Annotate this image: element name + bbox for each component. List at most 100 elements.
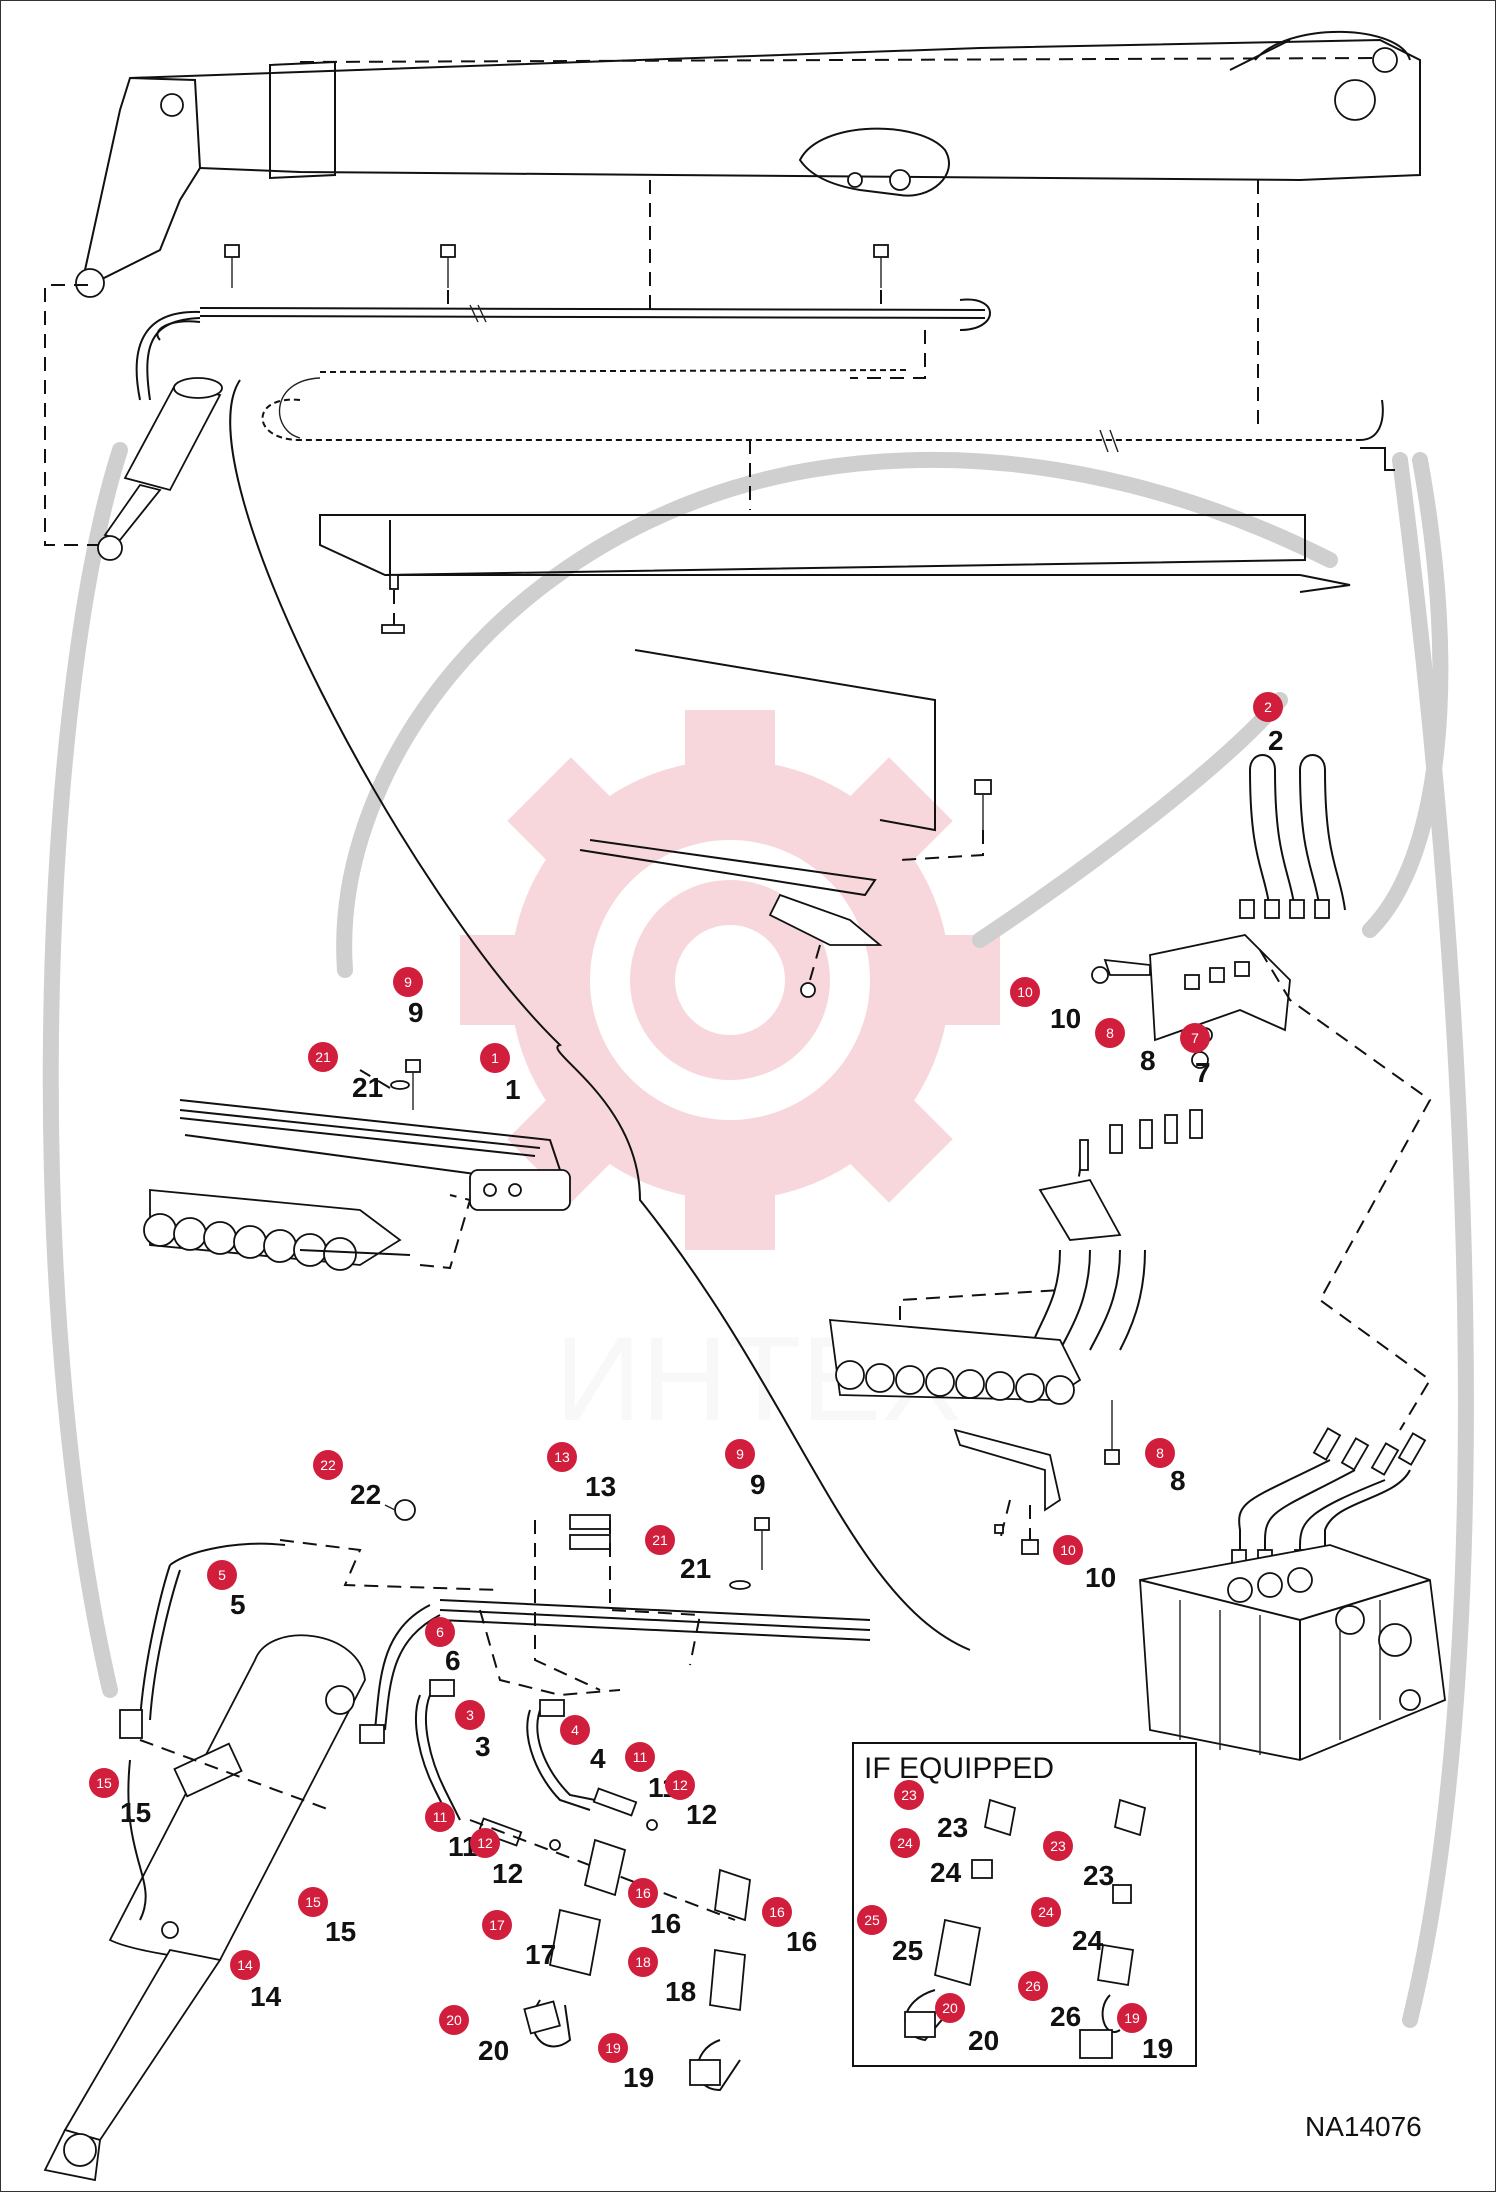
callout-number: 9 [750,1469,766,1500]
callout-badge-label: 15 [96,1775,112,1791]
callout-badge [1043,1831,1073,1861]
callout-badge-label: 4 [571,1722,579,1738]
callout-badge [665,1770,695,1800]
callout-badge [1180,1023,1210,1053]
callout-c9a: 99 [393,967,424,1028]
callout-badge-label: 6 [436,1624,444,1640]
callout-number: 16 [786,1926,817,1957]
lift-cylinder [43,1542,441,2182]
callout-number: 21 [352,1072,383,1103]
callout-number: 15 [325,1916,356,1947]
callout-number: 20 [478,2035,509,2066]
callout-badge-label: 10 [1017,984,1033,1000]
callout-badge-label: 3 [466,1707,474,1723]
callout-c6: 66 [425,1617,461,1676]
leader-lines-top [44,180,1259,546]
callout-number: 15 [120,1797,151,1828]
callout-badge-label: 25 [864,1912,880,1928]
callout-number: 24 [1072,1925,1104,1956]
callout-c8b: 88 [1145,1438,1186,1496]
callout-badge-label: 16 [635,1885,651,1901]
callout-badge [439,2005,469,2035]
callout-number: 13 [585,1471,616,1502]
callout-badge-label: 21 [652,1532,668,1548]
callout-number: 10 [1050,1003,1081,1034]
callout-c10a: 10 10 [1010,977,1081,1034]
callout-number: 19 [623,2062,654,2093]
callout-badge [560,1715,590,1745]
inset-title: IF EQUIPPED [864,1752,1054,1785]
callout-badge [393,967,423,997]
callout-badge [547,1442,577,1472]
callout-badge [625,1742,655,1772]
callout-number: 23 [1083,1860,1114,1891]
callout-badge [1010,977,1040,1007]
callouts: 2210108877992121118810102222131399212155… [89,692,1284,2093]
callout-number: 2 [1268,725,1284,756]
callout-number: 19 [1142,2033,1173,2064]
callout-badge [455,1700,485,1730]
callout-number: 26 [1050,2001,1081,2032]
hose-bundle-top [135,310,201,401]
background-arcs [42,442,1474,2028]
callout-badge-label: 26 [1025,1978,1041,1994]
bar-with-bolts [199,244,991,331]
callout-number: 3 [475,1731,491,1762]
callout-badge [628,1878,658,1908]
callout-c9b: 99 [725,1439,766,1500]
callout-badge [207,1560,237,1590]
drawing-number: NA14076 [1305,2111,1422,2142]
callout-number: 21 [680,1553,711,1584]
callout-c8a: 88 [1095,1018,1156,1076]
callout-number: 8 [1170,1465,1186,1496]
callout-badge-label: 19 [1124,2010,1140,2026]
callout-badge-label: 20 [446,2012,462,2028]
callout-number: 22 [350,1479,381,1510]
callout-number: 16 [650,1908,681,1939]
callout-badge [762,1897,792,1927]
callout-badge [1145,1438,1175,1468]
callout-badge [480,1043,510,1073]
callout-badge-label: 15 [305,1894,321,1910]
callout-badge-label: 11 [633,1749,648,1765]
callout-c3: 33 [455,1700,491,1762]
cylinder-top [97,377,223,561]
callout-c1: 11 [480,1043,521,1105]
callout-badge-label: 18 [635,1954,651,1970]
callout-badge [1117,2003,1147,2033]
callout-number: 24 [930,1857,962,1888]
control-valve-block [1139,1544,1446,1761]
bar-bottom [279,1499,871,1697]
callout-badge-label: 22 [320,1457,336,1473]
callout-badge [628,1947,658,1977]
mount-bracket-detail [579,649,992,998]
callout-c21b: 21 21 [645,1525,711,1584]
callout-number: 18 [665,1976,696,2007]
bolt-icon [224,244,889,288]
callout-badge [598,2033,628,2063]
callout-c22: 22 22 [313,1450,381,1510]
callout-badge [857,1905,887,1935]
callout-badge [298,1887,328,1917]
callout-c2: 22 [1253,692,1284,756]
callout-badge-label: 9 [404,974,412,990]
callout-number: 20 [968,2025,999,2056]
callout-badge-label: 8 [1156,1445,1164,1461]
callout-number: 23 [937,1812,968,1843]
callout-badge-label: 9 [736,1446,744,1462]
